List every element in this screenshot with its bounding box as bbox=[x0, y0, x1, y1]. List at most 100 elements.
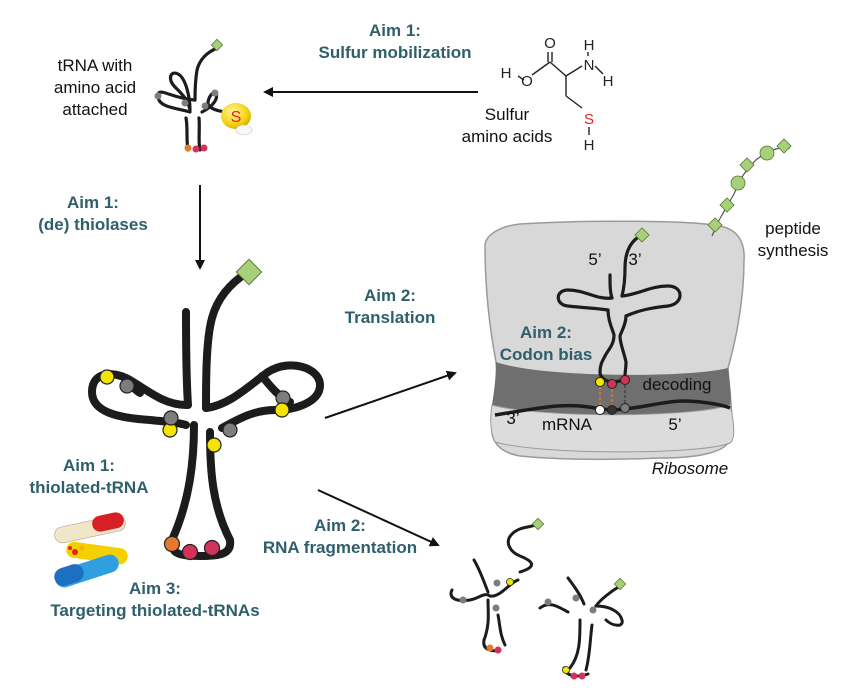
ribosome-trna-amino-square bbox=[634, 227, 650, 243]
label-trna-with-amino-acid: tRNA with amino acid attached bbox=[40, 55, 150, 121]
fragment-dot bbox=[506, 578, 514, 586]
small-trna bbox=[156, 46, 232, 152]
label-aim3-targeting: Aim 3: Targeting thiolated-tRNAs bbox=[30, 578, 280, 622]
fragment-dot bbox=[572, 594, 580, 602]
trna-dot-orange bbox=[163, 535, 181, 553]
fragment-dot bbox=[494, 646, 502, 654]
fragment-dot bbox=[493, 579, 501, 587]
atom-o-top: O bbox=[544, 35, 556, 52]
label-line: Targeting thiolated-tRNAs bbox=[50, 601, 260, 620]
small-trna-dot bbox=[192, 145, 200, 153]
label-mrna: mRNA bbox=[541, 415, 593, 434]
label-line: thiolated-tRNA bbox=[29, 478, 149, 497]
sulfur-amino-acid-molecule bbox=[517, 52, 604, 109]
label-3prime-bottom: 3’ bbox=[506, 409, 520, 428]
label-line: attached bbox=[62, 100, 128, 119]
label-line: Aim 2: bbox=[314, 516, 366, 535]
trna-dot-gray bbox=[222, 422, 238, 438]
label-line: (de) thiolases bbox=[38, 215, 148, 234]
label-line: Sulfur bbox=[484, 105, 530, 124]
fragment-dot bbox=[492, 604, 500, 612]
small-trna-dot bbox=[201, 102, 209, 110]
peptide-residue bbox=[707, 217, 723, 233]
small-trna-dot bbox=[211, 89, 219, 97]
ribosome-trna-dot-red bbox=[607, 379, 617, 389]
sulfur-ball-shadow bbox=[235, 124, 253, 136]
sulfur-ball-icon bbox=[221, 103, 251, 129]
trna-dot-yellow bbox=[206, 437, 222, 453]
fragment-square bbox=[613, 577, 627, 591]
label-line: Aim 2: bbox=[364, 286, 416, 305]
trna-dot-yellow bbox=[99, 369, 115, 385]
atom-o-left: O bbox=[521, 73, 533, 90]
fragment-dot bbox=[589, 606, 597, 614]
peptide-residue bbox=[759, 145, 775, 161]
atom-h-left: H bbox=[501, 65, 512, 82]
mrna-codon-dot bbox=[620, 403, 630, 413]
label-line: Codon bias bbox=[499, 345, 593, 364]
trna-dot-yellow bbox=[274, 402, 290, 418]
fragment-dot bbox=[544, 598, 552, 606]
label-line: amino acids bbox=[461, 127, 553, 146]
mrna-codon-dot bbox=[595, 405, 605, 415]
ribosome-trna bbox=[556, 234, 682, 384]
label-3prime-top: 3’ bbox=[628, 250, 642, 269]
label-peptide-synthesis: peptide synthesis bbox=[745, 218, 841, 262]
fragment-dot bbox=[486, 644, 494, 652]
label-aim1-sulfur-mobilization: Aim 1: Sulfur mobilization bbox=[290, 20, 500, 64]
label-aim2-codon-bias: Aim 2: Codon bias bbox=[488, 322, 604, 366]
label-aim1-thiolases: Aim 1: (de) thiolases bbox=[18, 192, 168, 236]
peptide-residue bbox=[739, 157, 755, 173]
arrow-to-translation bbox=[324, 370, 457, 419]
ribosome-trna-dot-red bbox=[620, 375, 630, 385]
peptide-residue bbox=[719, 197, 735, 213]
label-line: Translation bbox=[344, 308, 436, 327]
fragment-dot bbox=[459, 596, 467, 604]
atom-s: S bbox=[584, 111, 594, 128]
mrna-codon-dot bbox=[607, 405, 617, 415]
fragment-dot bbox=[570, 672, 578, 680]
small-trna-dot bbox=[181, 99, 189, 107]
small-trna-dot bbox=[154, 92, 162, 100]
ribosome-trna-dot-yellow bbox=[595, 377, 605, 387]
thiolated-trna bbox=[88, 268, 324, 560]
label-line: Aim 2: bbox=[520, 323, 572, 342]
mrna-strand bbox=[494, 399, 731, 417]
label-5prime-bottom: 5’ bbox=[668, 415, 682, 434]
label-aim2-rna-fragmentation: Aim 2: RNA fragmentation bbox=[250, 515, 430, 559]
label-line: Aim 3: bbox=[129, 579, 181, 598]
small-trna-dot bbox=[184, 144, 192, 152]
label-decoding: decoding bbox=[642, 375, 712, 394]
atom-h-s: H bbox=[584, 137, 595, 154]
sulfur-ball-label: S bbox=[231, 109, 242, 126]
thiolated-trna-amino-square bbox=[235, 258, 263, 286]
small-trna-amino-square bbox=[210, 38, 224, 52]
label-line: tRNA with bbox=[57, 56, 133, 75]
trna-dot-gray bbox=[163, 410, 179, 426]
fragment-square bbox=[531, 517, 545, 531]
label-5prime-top: 5’ bbox=[588, 250, 602, 269]
trna-dot-red bbox=[203, 539, 221, 557]
label-aim2-translation: Aim 2: Translation bbox=[330, 285, 450, 329]
fragment-dot bbox=[562, 666, 570, 674]
label-line: RNA fragmentation bbox=[262, 538, 418, 557]
atom-n: N bbox=[584, 57, 595, 74]
label-aim1-thiolated-trna: Aim 1: thiolated-tRNA bbox=[14, 455, 164, 499]
label-line: Aim 1: bbox=[369, 21, 421, 40]
peptide-residue bbox=[730, 175, 746, 191]
peptide-residue bbox=[776, 138, 792, 154]
label-sulfur-amino-acids: Sulfur amino acids bbox=[452, 104, 562, 148]
label-line: Aim 1: bbox=[63, 456, 115, 475]
small-trna-dot bbox=[200, 144, 208, 152]
arrow-to-fragmentation bbox=[317, 489, 440, 547]
label-ribosome: Ribosome bbox=[651, 459, 729, 478]
label-line: synthesis bbox=[757, 241, 829, 260]
atom-h-n1: H bbox=[584, 37, 595, 54]
label-line: amino acid bbox=[53, 78, 137, 97]
rna-fragments bbox=[449, 522, 624, 678]
atom-h-n2: H bbox=[603, 73, 614, 90]
label-line: peptide bbox=[765, 219, 821, 238]
label-line: Aim 1: bbox=[67, 193, 119, 212]
label-line: Sulfur mobilization bbox=[318, 43, 472, 62]
